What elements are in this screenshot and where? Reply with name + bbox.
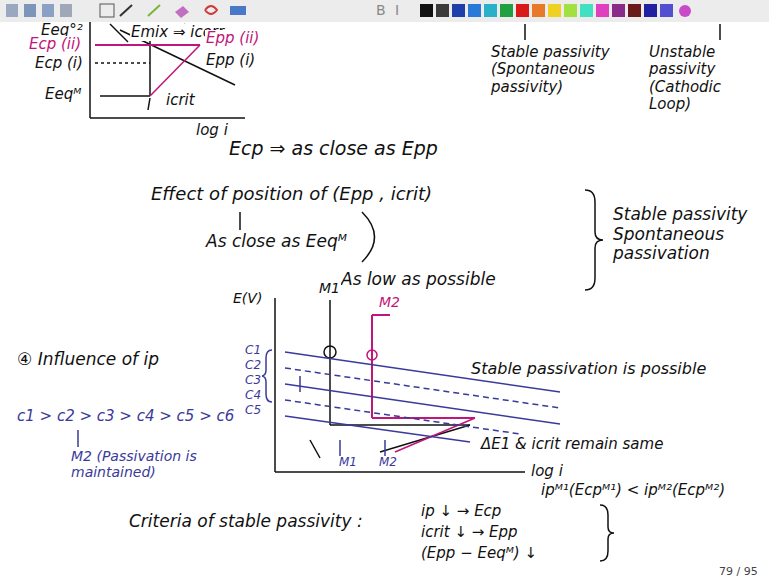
- note: M2 (Passivation is maintained): [70, 448, 222, 480]
- page-number: 79 / 95: [718, 566, 759, 579]
- axis-label: E(V): [232, 290, 263, 306]
- note: As close as Eeqᴹ: [205, 232, 348, 252]
- note: ip ↓ → Ecp: [420, 503, 502, 520]
- note: Stable passivation is possible: [470, 360, 707, 378]
- curve-label: M1: [318, 280, 341, 296]
- note: Criteria of stable passivity :: [128, 512, 364, 532]
- curve-label: C3: [244, 374, 262, 388]
- note: (Epp − Eeqᴹ) ↓: [420, 545, 538, 562]
- note: Effect of position of (Epp , icrit): [150, 184, 433, 205]
- note: As low as possible: [340, 270, 497, 290]
- axis-label: Eeqᴹ: [44, 86, 82, 103]
- toolbar-button: B: [375, 2, 387, 18]
- curve-label: M2: [378, 456, 398, 470]
- note: Ecp ⇒ as close as Epp: [228, 138, 439, 160]
- curve-label: M2: [378, 294, 401, 310]
- brace: [585, 190, 603, 290]
- axis-label: Ecp (ii): [28, 36, 82, 53]
- note: ΔE1 & icrit remain same: [480, 436, 664, 453]
- curve-label: icrit: [165, 92, 196, 109]
- axis-label: log i: [195, 122, 229, 139]
- curve-label: M1: [338, 456, 358, 470]
- curve-label: Epp (ii): [205, 30, 260, 47]
- note: Stable passivity (Spontaneous passivity): [490, 44, 612, 96]
- curve-label: C2: [244, 359, 262, 373]
- note: icrit ↓ → Epp: [420, 524, 519, 541]
- toolbar-button: I: [394, 2, 400, 18]
- top-polarization-curve: [90, 22, 720, 118]
- arrow-down: [239, 212, 241, 230]
- axis-label: log i: [530, 463, 564, 480]
- section-heading: ④ Influence of ip: [16, 350, 160, 370]
- note: Stable passivity Spontaneous passivation: [612, 205, 764, 264]
- curve-label: C5: [244, 404, 262, 418]
- curve-label: Epp (i): [205, 52, 256, 69]
- curve-label: C1: [244, 344, 262, 358]
- axis-label: Ecp (i): [34, 55, 84, 72]
- lower-polarization-graph: [78, 298, 614, 561]
- note: ipᴹ¹(Ecpᴹ¹) < ipᴹ²(Ecpᴹ²): [540, 482, 726, 499]
- note: Unstable passivity (Cathodic Loop): [648, 44, 765, 113]
- toolbar-icons: [6, 4, 246, 18]
- note: c1 > c2 > c3 > c4 > c5 > c6: [16, 408, 235, 425]
- arrow-curve: [362, 212, 375, 262]
- curve-label: C4: [244, 389, 262, 403]
- color-palette: [420, 4, 691, 17]
- toolbar: [0, 0, 769, 22]
